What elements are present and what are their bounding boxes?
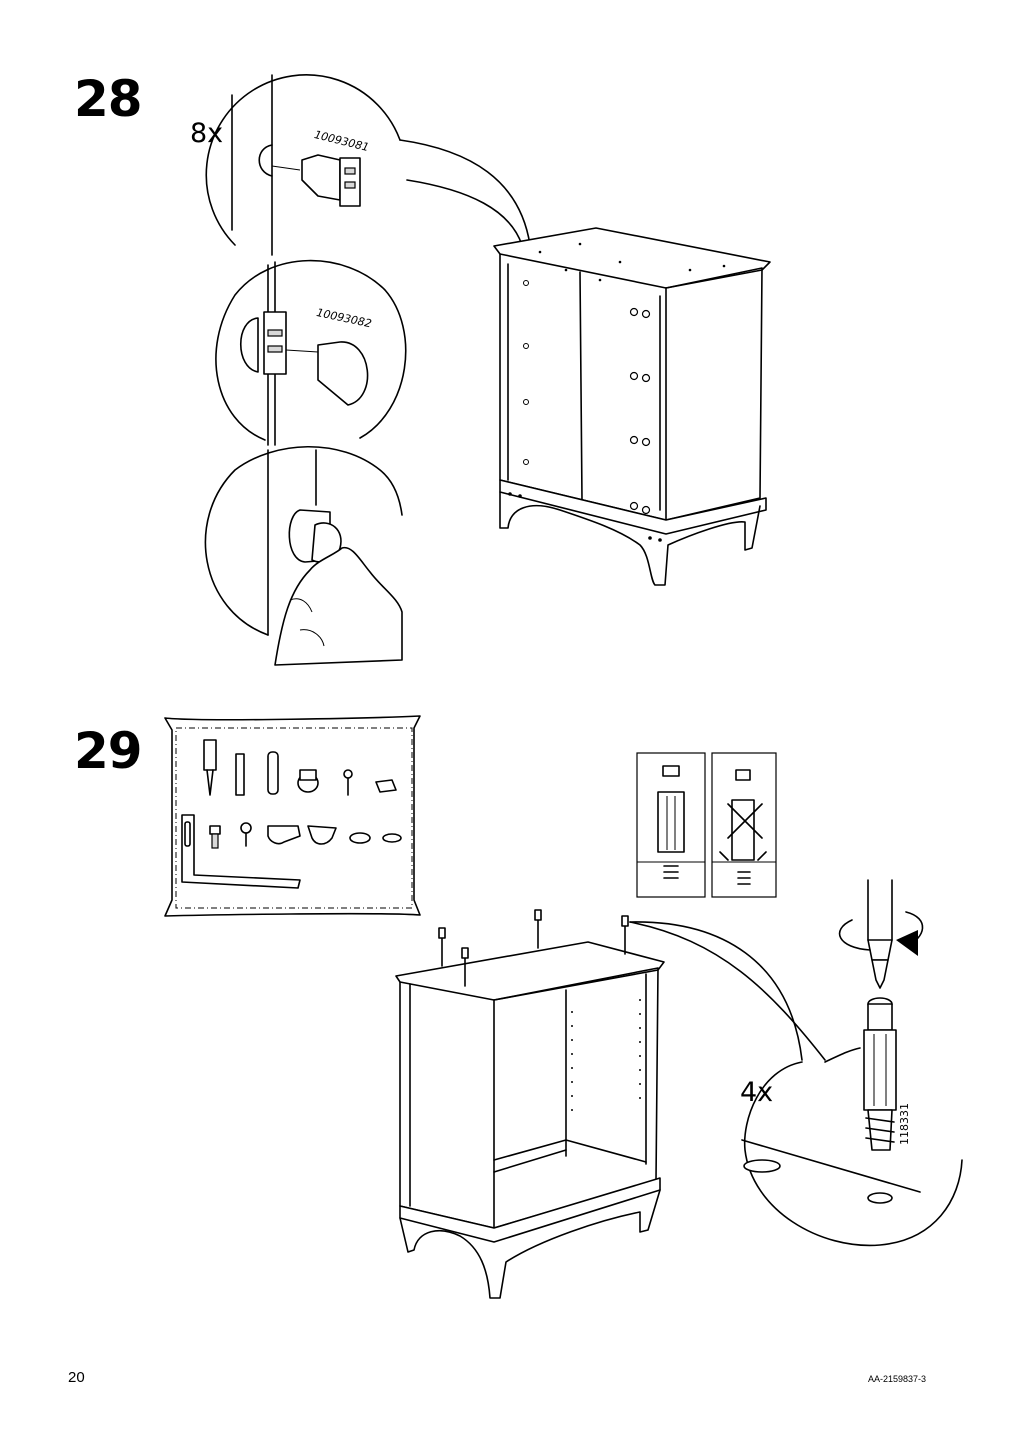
step-28-number: 28	[74, 70, 143, 128]
cross-icon	[727, 803, 763, 839]
detail-circle-insert-dowel	[205, 74, 531, 256]
cam-stud-part	[863, 997, 897, 1151]
cabinet-rear-view	[493, 227, 771, 586]
detail-circle-cam-stud	[629, 879, 963, 1247]
document-code: AA-2159837-3	[868, 1374, 927, 1384]
cam-studs	[438, 909, 629, 987]
hand-icon	[274, 546, 403, 666]
step-29-number: 29	[74, 722, 143, 780]
page-number: 20	[68, 1369, 85, 1386]
detail-circle-press-by-hand	[204, 446, 403, 666]
rotate-arrow-icon	[838, 911, 924, 956]
hardware-bag	[164, 715, 421, 917]
step-28-quantity: 8x	[190, 118, 224, 149]
detail-circle-fitted-dowel	[215, 259, 407, 446]
incorrect-fitting-inset	[711, 752, 777, 898]
cabinet-carcass	[395, 909, 665, 1299]
correct-fitting-inset	[636, 752, 706, 898]
screwdriver-icon	[867, 879, 893, 989]
